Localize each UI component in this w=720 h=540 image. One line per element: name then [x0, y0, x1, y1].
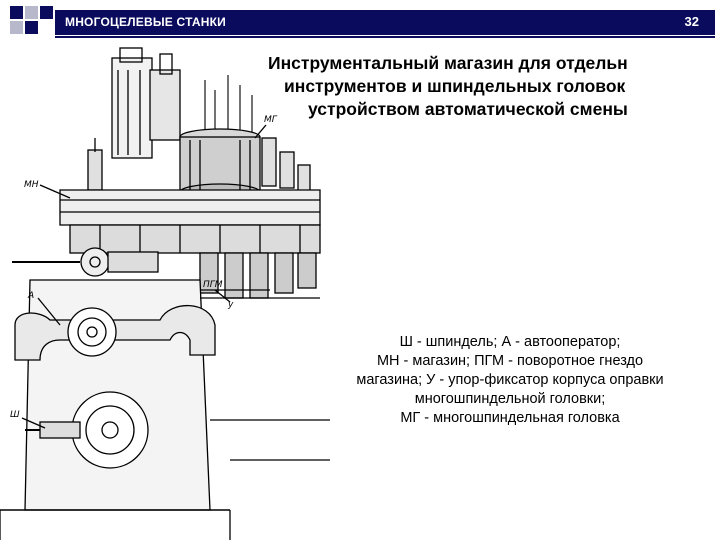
- label-mn: МН: [24, 180, 39, 190]
- label-u: у: [227, 300, 234, 310]
- section-title: МНОГОЦЕЛЕВЫЕ СТАНКИ: [65, 15, 226, 29]
- slide-title: Инструментальный магазин для отдельн инс…: [268, 52, 720, 121]
- corner-decoration: [0, 0, 60, 40]
- decor-square: [25, 21, 38, 34]
- label-mg: МГ: [264, 115, 278, 125]
- decor-square: [25, 6, 38, 19]
- caption-line: магазина; У - упор-фиксатор корпуса опра…: [356, 372, 664, 388]
- header-underline: [55, 36, 715, 38]
- title-line: инструментов и шпиндельных головок: [284, 76, 626, 96]
- title-line: устройством автоматической смены: [308, 99, 628, 119]
- machine-drawing: МН А Ш ПГМ у МГ: [0, 47, 330, 540]
- slide-number: 32: [684, 14, 699, 29]
- header-bar: МНОГОЦЕЛЕВЫЕ СТАНКИ 32: [55, 10, 715, 35]
- caption-line: Ш - шпиндель; А - автооператор;: [399, 334, 621, 350]
- decor-square: [40, 6, 53, 19]
- decor-square: [10, 6, 23, 19]
- legend-caption: Ш - шпиндель; А - автооператор; МН - маг…: [300, 333, 720, 428]
- label-pgm: ПГМ: [203, 280, 223, 290]
- title-line: Инструментальный магазин для отдельн: [268, 53, 628, 73]
- caption-line: многошпиндельной головки;: [414, 391, 606, 407]
- caption-line: МГ - многошпиндельная головка: [400, 410, 620, 426]
- caption-line: МН - магазин; ПГМ - поворотное гнездо: [376, 353, 644, 369]
- label-a: А: [27, 291, 34, 301]
- label-sh: Ш: [10, 410, 20, 420]
- decor-square: [10, 21, 23, 34]
